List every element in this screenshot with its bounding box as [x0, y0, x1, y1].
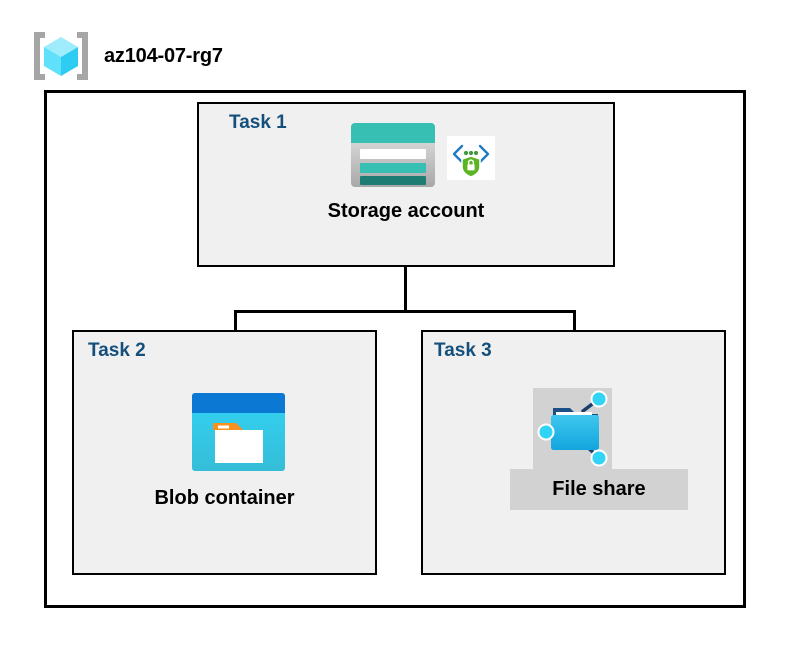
resource-group-header: az104-07-rg7	[30, 26, 350, 86]
storage-account-icon	[350, 122, 436, 188]
task-2-label: Task 2	[88, 340, 146, 361]
file-share-caption: File share	[552, 478, 646, 500]
task-1-label: Task 1	[229, 112, 287, 133]
file-share-caption-backdrop	[510, 469, 688, 510]
resource-group-cube-icon	[30, 28, 92, 84]
blob-container-caption: Blob container	[154, 487, 295, 509]
resource-group-name: az104-07-rg7	[104, 44, 223, 67]
storage-account-caption: Storage account	[327, 200, 485, 222]
task-3-label: Task 3	[434, 340, 492, 361]
connector-horizontal-bar	[234, 310, 576, 313]
secure-endpoint-shield-icon	[447, 136, 495, 180]
blob-container-icon	[191, 392, 286, 472]
file-share-folder-icon	[533, 388, 612, 470]
